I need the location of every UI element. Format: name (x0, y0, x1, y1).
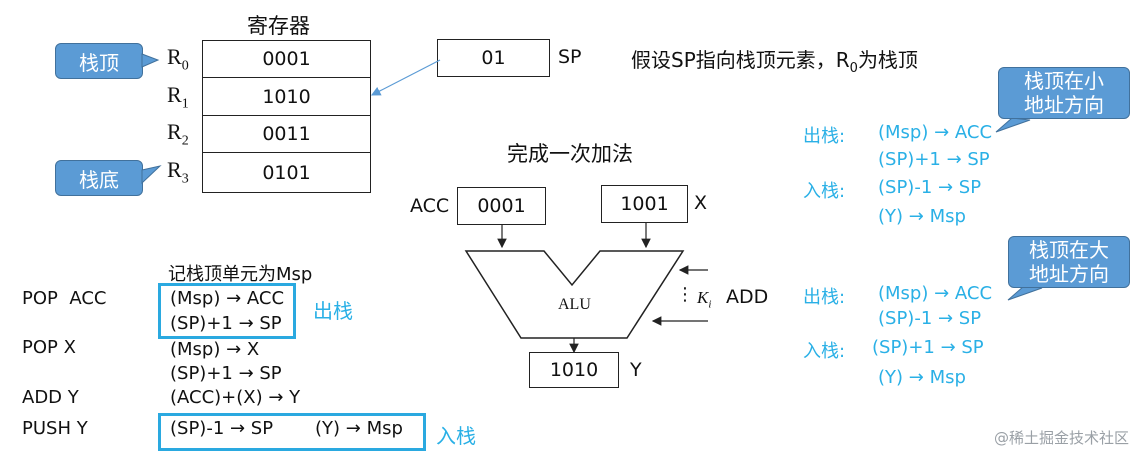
watermark: @稀土掘金技术社区 (993, 429, 1129, 447)
low-pop-line-1: (Msp) → ACC (878, 122, 993, 143)
high-push-label: 入栈: (803, 341, 846, 362)
register-label-r2: R2 (167, 119, 189, 149)
sp-label: SP (558, 46, 582, 68)
register-cell-r2: 0011 (202, 115, 371, 153)
sp-register-box: 01 (437, 39, 550, 77)
alu-shape (464, 250, 685, 339)
pop-acc-highlight-box (158, 283, 296, 339)
op-push-y-1: (SP)-1 → SP (170, 418, 274, 439)
instr-add-y: ADD Y (22, 387, 79, 408)
register-label-r3: R3 (167, 157, 189, 187)
low-address-callout: 栈顶在小 地址方向 (998, 67, 1130, 119)
register-label-r0: R0 (167, 44, 189, 74)
instr-pop-acc: POP ACC (22, 288, 107, 309)
msp-note: 记栈顶单元为Msp (168, 264, 313, 285)
high-pop-line-1: (Msp) → ACC (878, 283, 993, 304)
low-pop-line-2: (SP)+1 → SP (878, 149, 990, 170)
acc-label: ACC (410, 195, 450, 217)
high-address-callout-tail (1007, 285, 1043, 301)
instr-pop-x: POP X (22, 337, 76, 358)
high-pop-line-2: (SP)-1 → SP (878, 308, 982, 329)
op-pop-acc-2: (SP)+1 → SP (170, 313, 282, 334)
stack-bottom-callout: 栈底 (55, 160, 143, 196)
stack-bottom-callout-tail (141, 165, 162, 185)
low-push-line-1: (SP)-1 → SP (878, 177, 982, 198)
register-cell-r0: 0001 (202, 40, 371, 78)
x-register-box: 1001 (601, 185, 688, 223)
control-dots: ⋮ (676, 284, 694, 305)
low-push-line-2: (Y) → Msp (878, 206, 966, 227)
high-pop-label: 出栈: (803, 287, 846, 308)
op-pop-acc-1: (Msp) → ACC (170, 288, 285, 309)
alu-label: ALU (558, 296, 591, 313)
op-add-y: (ACC)+(X) → Y (170, 387, 301, 408)
alu-section-title: 完成一次加法 (507, 142, 633, 166)
op-pop-x-1: (Msp) → X (170, 339, 260, 360)
sp-pointer-arrow (370, 59, 441, 96)
high-address-callout: 栈顶在大 地址方向 (1008, 236, 1130, 288)
register-label-r1: R1 (167, 82, 189, 112)
y-register-box: 1010 (529, 352, 619, 388)
push-tag: 入栈 (436, 424, 476, 448)
op-pop-x-2: (SP)+1 → SP (170, 363, 282, 384)
assumption-text: 假设SP指向栈顶元素，R0为栈顶 (631, 48, 918, 76)
low-address-callout-tail (995, 117, 1031, 133)
push-y-highlight-box (158, 413, 426, 451)
low-pop-label: 出栈: (803, 126, 846, 147)
low-push-label: 入栈: (803, 181, 846, 202)
instr-push-y: PUSH Y (22, 418, 88, 439)
stack-top-callout: 栈顶 (55, 43, 143, 79)
x-label: X (694, 192, 708, 214)
ki-label: Ki (697, 288, 712, 311)
register-file-title: 寄存器 (247, 14, 310, 38)
add-signal-label: ADD (726, 286, 769, 308)
y-label: Y (630, 359, 642, 381)
high-push-line-1: (SP)+1 → SP (872, 337, 984, 358)
register-cell-r3: 0101 (202, 152, 371, 193)
op-push-y-2: (Y) → Msp (315, 418, 403, 439)
high-push-line-2: (Y) → Msp (878, 367, 966, 388)
stack-top-callout-tail (141, 53, 160, 68)
acc-register-box: 0001 (457, 187, 546, 225)
pop-tag: 出栈 (313, 299, 353, 323)
